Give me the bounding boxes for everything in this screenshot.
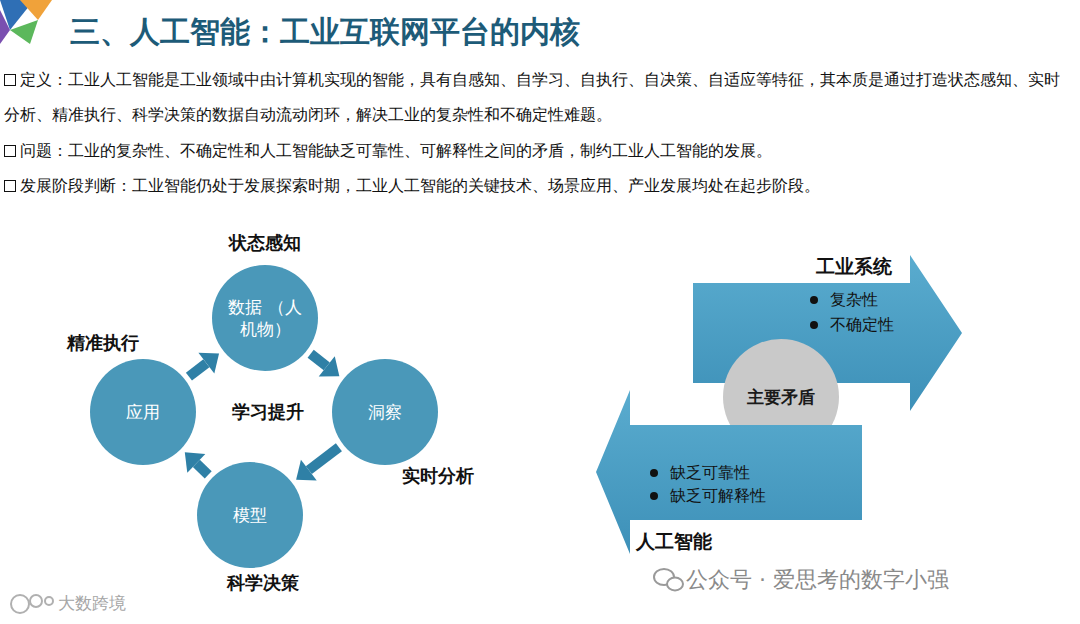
checkbox-square <box>4 180 16 192</box>
arrow-head <box>296 460 317 481</box>
bullet-item: 定义：工业人工智能是工业领域中由计算机实现的智能，具有自感知、自学习、自执行、自… <box>4 62 1066 132</box>
band-heading-row: 人工智能 <box>636 529 712 554</box>
checkbox-square <box>4 74 16 86</box>
cycle-label: 科学决策 <box>227 571 299 595</box>
node-text: 主要矛盾 <box>747 386 815 408</box>
bullet-text: 问题：工业的复杂性、不确定性和人工智能缺乏可靠性、可解释性之间的矛盾，制约工业人… <box>20 141 772 160</box>
node-text: 数据 （人机物） <box>223 296 308 340</box>
band-bullet-text: 复杂性 <box>830 290 878 311</box>
cycle-circle: 模型 <box>197 462 303 568</box>
bullet-item: 发展阶段判断：工业智能仍处于发展探索时期，工业人工智能的关键技术、场景应用、产业… <box>4 168 1066 203</box>
cycle-label: 精准执行 <box>67 331 139 355</box>
bullet-row: 缺乏可靠性 <box>650 463 750 484</box>
title: 三、人工智能：工业互联网平台的内核 <box>70 12 580 53</box>
bullet-dot <box>650 492 658 500</box>
arrow-head <box>198 353 219 374</box>
arrow-head <box>185 452 206 472</box>
cycle-circle: 洞察 <box>332 359 438 465</box>
band-bullet-text: 缺乏可靠性 <box>670 463 750 484</box>
node-text: 应用 <box>126 401 160 423</box>
cycle-label: 实时分析 <box>402 464 474 488</box>
bullet-dot <box>650 469 658 477</box>
arrow-shaft <box>311 354 327 367</box>
bullet-item: 问题：工业的复杂性、不确定性和人工智能缺乏可靠性、可解释性之间的矛盾，制约工业人… <box>4 133 1066 168</box>
cycle-arrow <box>296 447 339 480</box>
bullet-text: 定义：工业人工智能是工业领域中由计算机实现的智能，具有自感知、自学习、自执行、自… <box>4 70 1060 124</box>
bullet-row: 不确定性 <box>810 315 894 336</box>
band-arrow <box>596 390 862 554</box>
corner-shape <box>0 10 10 44</box>
band-bullet-text: 不确定性 <box>830 315 894 336</box>
wechat-icon <box>654 569 683 591</box>
watermark: 大数跨境 <box>58 592 126 615</box>
cycle-label: 状态感知 <box>229 231 301 255</box>
corner-shape <box>20 0 52 20</box>
bullet-dot <box>810 296 818 304</box>
bullet-row: 复杂性 <box>810 290 878 311</box>
cycle-arrow <box>185 452 208 475</box>
band-heading-row: 工业系统 <box>816 254 892 279</box>
band-heading: 人工智能 <box>636 529 712 554</box>
band-bullet-text: 缺乏可解释性 <box>670 486 766 507</box>
node-text: 洞察 <box>368 401 402 423</box>
arrow-shaft <box>189 363 206 376</box>
cycle-arrow <box>189 353 219 377</box>
bullet-row: 缺乏可解释性 <box>650 486 766 507</box>
cycle-circle: 应用 <box>90 359 196 465</box>
node-text: 模型 <box>233 504 267 526</box>
arrow-shaft <box>196 463 208 474</box>
cycle-arrow <box>311 354 340 377</box>
watermark: 公众号 · 爱思考的数字小强 <box>686 565 949 595</box>
bullet-text: 发展阶段判断：工业智能仍处于发展探索时期，工业人工智能的关键技术、场景应用、产业… <box>20 176 820 195</box>
arrow-band: 缺乏可靠性缺乏可解释性人工智能 <box>594 388 866 558</box>
logo-icon <box>11 595 53 613</box>
arrow-shaft <box>309 447 339 470</box>
cycle-label: 学习提升 <box>232 400 304 424</box>
arrow-head <box>319 356 340 376</box>
cycle-circle: 数据 （人机物） <box>212 265 318 371</box>
bullet-dot <box>810 321 818 329</box>
checkbox-square <box>4 145 16 157</box>
corner-shape <box>10 20 38 44</box>
band-heading: 工业系统 <box>816 254 892 279</box>
